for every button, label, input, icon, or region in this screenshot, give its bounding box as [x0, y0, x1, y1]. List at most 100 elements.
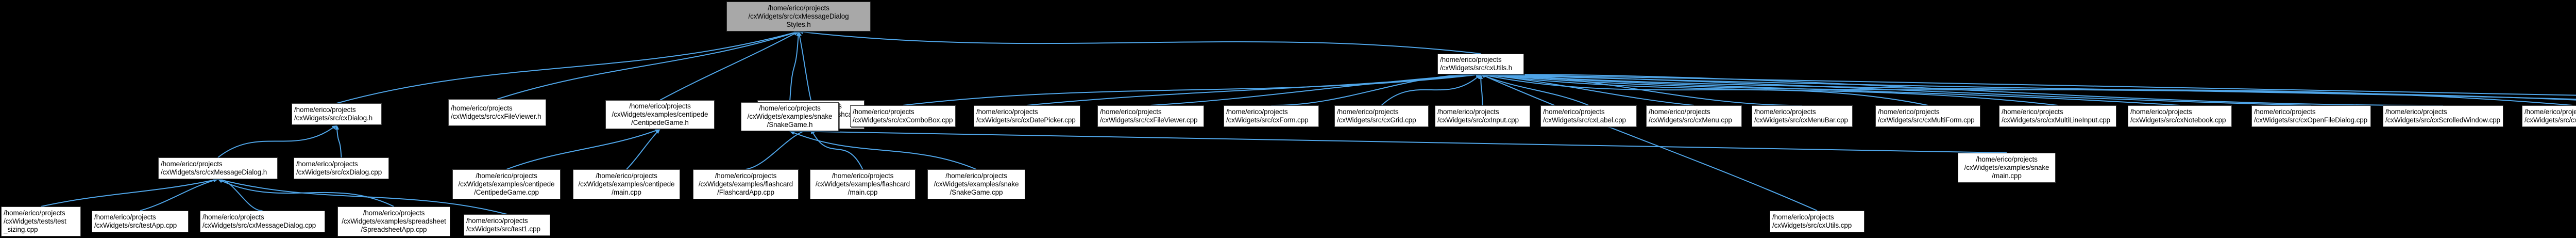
graph-node-cxInput_cpp[interactable]: /home/erico/projects/cxWidgets/src/cxInp… [1435, 105, 1530, 127]
graph-node-SnakeGame_cpp[interactable]: /home/erico/projects/cxWidgets/examples/… [927, 169, 1025, 199]
node-label-line: /cxWidgets/examples/snake [1964, 164, 2049, 172]
node-label-line: /home/erico/projects [4, 209, 65, 217]
node-label-line: /SpreadsheetApp.cpp [361, 225, 427, 233]
graph-edge [217, 124, 337, 158]
graph-edge [1480, 72, 1803, 106]
node-label-line: /home/erico/projects [596, 172, 657, 180]
graph-edge [903, 73, 1481, 106]
node-label-line: /home/erico/projects [1543, 108, 1605, 116]
node-label-line: /cxWidgets/src/cxLabel.cpp [1543, 116, 1626, 124]
graph-node-root-root[interactable]: /home/erico/projects/cxWidgets/src/cxMes… [726, 2, 871, 31]
graph-node-cxDatePicker_cpp[interactable]: /home/erico/projects/cxWidgets/src/cxDat… [974, 105, 1080, 127]
graph-node-cxComboBox_cpp[interactable]: /home/erico/projects/cxWidgets/src/cxCom… [850, 105, 956, 127]
graph-edge [810, 129, 863, 170]
node-label-line: /cxWidgets/src/cxGrid.cpp [1337, 116, 1416, 124]
node-label-line: /home/erico/projects [768, 4, 829, 12]
graph-node-cxMenu_cpp[interactable]: /home/erico/projects/cxWidgets/src/cxMen… [1646, 105, 1742, 127]
node-label-line: /cxWidgets/src/cxUtils.cpp [1772, 221, 1852, 229]
node-label-line: /cxWidgets/examples/snake [934, 180, 1019, 188]
node-label-line: /home/erico/projects [1976, 155, 2038, 164]
graph-edge [1480, 73, 1928, 106]
node-label-line: /home/erico/projects [945, 172, 1007, 180]
graph-node-testApp_cpp[interactable]: /home/erico/projects/cxWidgets/src/testA… [92, 211, 189, 232]
node-label-line: /cxWidgets/src/cxFileViewer.cpp [1100, 116, 1198, 124]
node-label-line: /home/erico/projects [202, 213, 264, 221]
node-label-line: /cxWidgets/src/cxOpenFileDialog.cpp [2254, 116, 2368, 124]
graph-node-cxGrid_cpp[interactable]: /home/erico/projects/cxWidgets/src/cxGri… [1334, 105, 1429, 127]
node-label-line: /cxWidgets/examples/snake [747, 113, 833, 121]
graph-node-test_sizing_cpp[interactable]: /home/erico/projects/cxWidgets/tests/tes… [1, 207, 81, 236]
graph-node-cxFileViewer_h[interactable]: /home/erico/projects/cxWidgets/src/cxFil… [448, 99, 546, 126]
graph-node-centipede_main_cpp[interactable]: /home/erico/projects/cxWidgets/examples/… [573, 169, 680, 199]
graph-node-CentipedeGame_h[interactable]: /home/erico/projects/cxWidgets/examples/… [605, 100, 715, 129]
graph-node-cxLabel_cpp[interactable]: /home/erico/projects/cxWidgets/src/cxLab… [1540, 105, 1637, 127]
graph-edge [217, 177, 263, 212]
node-label-line: /cxWidgets/examples/flashcard [698, 180, 793, 188]
graph-node-cxForm_cpp[interactable]: /home/erico/projects/cxWidgets/src/cxFor… [1224, 105, 1319, 127]
node-label-line: /cxWidgets/examples/centipede [458, 180, 555, 188]
graph-node-SpreadsheetApp_cpp[interactable]: /home/erico/projects/cxWidgets/examples/… [337, 207, 450, 236]
graph-node-cxUtils_cpp[interactable]: /home/erico/projects/cxWidgets/src/cxUti… [1770, 211, 1865, 232]
node-label-line: /cxWidgets/src/cxDialog.h [294, 114, 373, 122]
node-label-line: /home/erico/projects [466, 217, 528, 225]
node-label-line: /cxWidgets/src/cxFileViewer.h [451, 113, 541, 120]
graph-node-cxMessageDialog_h[interactable]: /home/erico/projects/cxWidgets/src/cxMes… [158, 157, 278, 179]
node-label-line: /cxWidgets/src/cxNotebook.cpp [2130, 116, 2226, 124]
node-label-line: /cxWidgets/src/cxUtils.h [1440, 64, 1513, 72]
graph-edge [1480, 74, 1818, 211]
graph-node-cxMessageDialog_cpp[interactable]: /home/erico/projects/cxWidgets/src/cxMes… [200, 211, 325, 232]
graph-edge [506, 129, 660, 170]
node-label-line: /cxWidgets/src/cxMessageDialog.cpp [202, 221, 316, 229]
graph-node-cxDialog_h[interactable]: /home/erico/projects/cxWidgets/src/cxDia… [292, 103, 382, 125]
node-label-line: /cxWidgets/examples/flashcard [815, 180, 910, 188]
graph-node-cxUtils_h[interactable]: /home/erico/projects/cxWidgets/src/cxUti… [1437, 54, 1524, 74]
graph-node-cxUnitTest_cpp[interactable]: /home/erico/projects/cxWidgets/src/cxUni… [2522, 105, 2576, 127]
graph-edge [798, 31, 811, 101]
node-label-line: /cxWidgets/src/cxMenuBar.cpp [1754, 116, 1848, 124]
graph-edge [1480, 72, 2576, 101]
graph-edge [1480, 74, 1589, 106]
node-label-line: /main.cpp [848, 188, 878, 196]
node-label-line: /home/erico/projects [161, 160, 223, 168]
graph-edge [497, 30, 799, 100]
node-label-line: /home/erico/projects [476, 172, 537, 180]
node-label-line: /home/erico/projects [2254, 108, 2316, 116]
node-label-line: /FlashcardApp.cpp [717, 188, 774, 196]
node-label-line: /cxWidgets/tests/test [4, 217, 66, 226]
graph-node-cxFileViewer_cpp[interactable]: /home/erico/projects/cxWidgets/src/cxFil… [1097, 105, 1204, 127]
graph-node-cxMenuBar_cpp[interactable]: /home/erico/projects/cxWidgets/src/cxMen… [1752, 105, 1853, 127]
graph-edge [1150, 72, 1481, 106]
graph-node-cxNotebook_cpp[interactable]: /home/erico/projects/cxWidgets/src/cxNot… [2128, 105, 2232, 127]
node-label-line: /home/erico/projects [2130, 108, 2192, 116]
node-label-line: /cxWidgets/src/cxMessageDialog [748, 12, 849, 21]
graph-edge [1480, 72, 2573, 106]
graph-edge [217, 179, 394, 207]
graph-node-snake_main_cpp[interactable]: /home/erico/projects/cxWidgets/examples/… [1958, 153, 2056, 183]
node-label-line: /home/erico/projects [2385, 108, 2447, 116]
graph-node-cxOpenFileDialog_cpp[interactable]: /home/erico/projects/cxWidgets/src/cxOpe… [2251, 105, 2371, 127]
node-label-line: /home/erico/projects [1754, 108, 1816, 116]
graph-node-SnakeGame_h[interactable]: /home/erico/projects/cxWidgets/examples/… [741, 102, 839, 131]
node-label-line: /home/erico/projects [363, 209, 425, 217]
graph-node-cxMultiForm_cpp[interactable]: /home/erico/projects/cxWidgets/src/cxMul… [1875, 105, 1980, 127]
graph-edge [745, 128, 811, 170]
graph-node-CentipedeGame_cpp[interactable]: /home/erico/projects/cxWidgets/examples/… [452, 169, 561, 199]
graph-edge [336, 30, 799, 104]
node-label-line: /CentipedeGame.h [631, 118, 689, 126]
graph-edge [1480, 72, 2312, 106]
graph-node-cxScrolledWindow_cpp[interactable]: /home/erico/projects/cxWidgets/src/cxScr… [2383, 105, 2503, 127]
graph-edge [1480, 73, 2058, 106]
graph-node-flashcard_main_cpp[interactable]: /home/erico/projects/cxWidgets/examples/… [810, 169, 916, 199]
graph-node-cxDialog_cpp[interactable]: /home/erico/projects/cxWidgets/src/cxDia… [294, 157, 389, 179]
node-label-line: /home/erico/projects [832, 172, 894, 180]
node-label-line: /CentipedeGame.cpp [474, 188, 539, 196]
graph-edge [1480, 72, 2180, 106]
graph-node-cxMultiLineInput_cpp[interactable]: /home/erico/projects/cxWidgets/src/cxMul… [1999, 105, 2116, 127]
node-label-line: /cxWidgets/src/cxInput.cpp [1437, 116, 1519, 124]
graph-node-test1_cpp[interactable]: /home/erico/projects/cxWidgets/src/test1… [464, 214, 550, 236]
node-label-line: /main.cpp [1992, 171, 2022, 180]
node-label-line: /cxWidgets/src/cxMultiLineInput.cpp [2002, 116, 2111, 124]
node-label-line: /home/erico/projects [1100, 108, 1162, 116]
graph-node-FlashcardApp_cpp[interactable]: /home/erico/projects/cxWidgets/examples/… [693, 169, 799, 199]
